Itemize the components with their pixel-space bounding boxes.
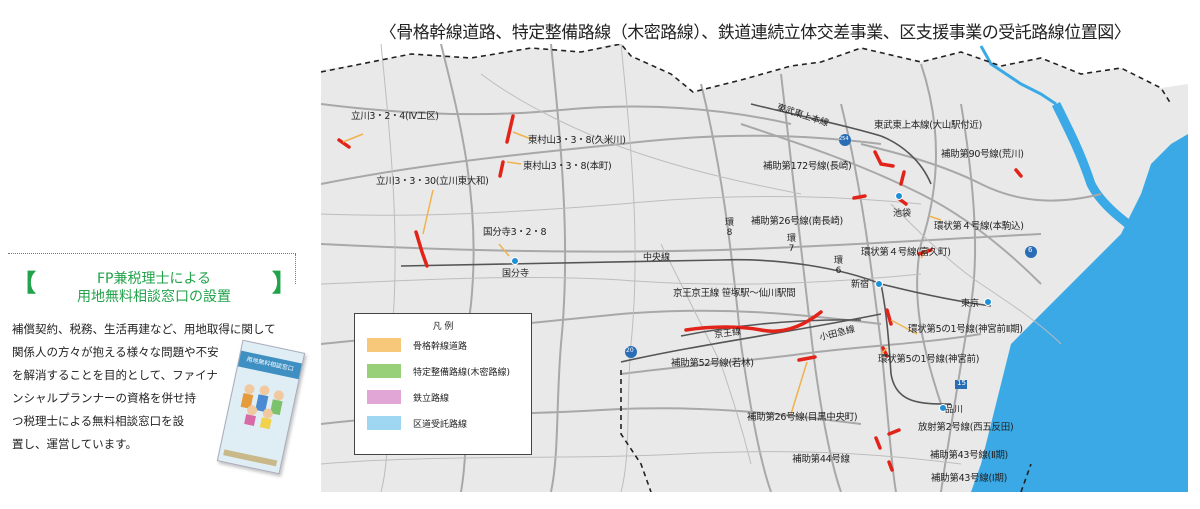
consultation-panel: 【 】 FP兼税理士による 用地無料相談窓口の設置 補償契約、税務、生活再建など… — [8, 253, 296, 454]
station-name: 品川 — [945, 405, 964, 415]
station-name: 池袋 — [893, 209, 912, 219]
booklet-image: 用地無料相談窓口 — [216, 339, 306, 475]
body-line: つ税理士による無料相談窓口を設 — [12, 414, 185, 428]
legend-swatch — [367, 416, 401, 430]
route-label: 京王京王線 笹塚駅～仙川駅間 — [673, 288, 796, 299]
ring-road-name: 環 6 — [834, 256, 844, 276]
legend-item: 骨格幹線道路 — [367, 338, 467, 352]
route-label: 東武東上本線(大山駅付近) — [874, 120, 983, 131]
station-name: 東京 — [961, 299, 980, 309]
route-label: 立川3・3・30(立川東大和) — [376, 176, 489, 187]
route-label: 環状第４号線(富久町) — [861, 247, 951, 258]
rail-line-name: 中央線 — [643, 253, 671, 263]
body-line: 補償契約、税務、生活再建など、用地取得に関して — [12, 322, 276, 336]
heading-bracket-right: 】 — [272, 269, 296, 297]
ring-road-name: 環 8 — [725, 218, 735, 238]
body-line: を解消することを目的として、ファイナ — [12, 368, 218, 382]
body-line: 関係人の方々が抱える様々な問題や不安 — [12, 345, 219, 359]
heading-bracket-left: 【 — [12, 269, 36, 297]
route-shield: 15 — [957, 379, 966, 387]
route-label: 補助第52号線(若林) — [671, 358, 754, 369]
legend-swatch — [367, 390, 401, 404]
route-label: 国分寺3・2・8 — [483, 227, 547, 238]
route-label: 環状第5の1号線(神宮前) — [878, 354, 980, 365]
legend-swatch — [367, 364, 401, 378]
people-illustration-icon — [240, 384, 284, 430]
panel-title-line2: 用地無料相談窓口の設置 — [77, 289, 231, 305]
legend-label: 鉄立路線 — [413, 393, 450, 404]
map-legend: 凡 例 骨格幹線道路 特定整備路線(木密路線) 鉄立路線 区道受託路線 — [354, 313, 532, 455]
body-line: 置し、運営しています。 — [12, 437, 138, 451]
ring-road-name: 環 7 — [787, 234, 797, 254]
route-label: 環状第４号線(本駒込) — [934, 221, 1024, 232]
body-line: ンシャルプランナーの資格を併せ持 — [12, 391, 196, 405]
route-label: 補助第44号線 — [792, 454, 850, 465]
legend-label: 骨格幹線道路 — [413, 341, 468, 352]
route-label: 放射第2号線(西五反田) — [918, 422, 1014, 433]
route-shield: 6 — [1028, 246, 1033, 254]
route-label: 補助第172号線(長崎) — [763, 161, 852, 172]
route-shield: 254 — [839, 136, 849, 142]
route-label: 環状第5の1号線(神宮前Ⅱ期) — [908, 324, 1023, 335]
station-name: 国分寺 — [502, 269, 530, 279]
legend-title: 凡 例 — [432, 322, 454, 332]
legend-item: 区道受託路線 — [367, 416, 467, 430]
map-title: 〈骨格幹線道路、特定整備路線（木密路線）、鉄道連続立体交差事業、区支援事業の受託… — [379, 23, 1131, 43]
route-shield: 20 — [626, 347, 634, 354]
legend-label: 特定整備路線(木密路線) — [413, 367, 511, 378]
route-label: 補助第26号線(南長崎) — [751, 216, 843, 227]
route-label: 補助第43号線(Ⅱ期) — [930, 450, 1008, 461]
legend-item: 特定整備路線(木密路線) — [367, 364, 510, 378]
route-label: 立川3・2・4(Ⅳ工区) — [351, 111, 439, 122]
route-label: 東村山3・3・8(本町) — [523, 161, 612, 172]
route-label: 東村山3・3・8(久米川) — [528, 135, 626, 146]
station-name: 新宿 — [851, 280, 870, 290]
route-label: 補助第90号線(荒川) — [941, 149, 1024, 160]
route-label: 補助第26号線(目黒中央町) — [747, 412, 858, 423]
panel-title-line1: FP兼税理士による — [96, 271, 212, 287]
panel-body: 補償契約、税務、生活再建など、用地取得に関して 関係人の方々が抱える様々な問題や… — [12, 318, 296, 456]
route-label: 補助第43号線(Ⅰ期) — [930, 473, 1007, 484]
panel-heading: 【 】 FP兼税理士による 用地無料相談窓口の設置 — [12, 266, 296, 308]
legend-label: 区道受託路線 — [413, 419, 468, 430]
legend-item: 鉄立路線 — [367, 390, 449, 404]
legend-swatch — [367, 338, 401, 352]
